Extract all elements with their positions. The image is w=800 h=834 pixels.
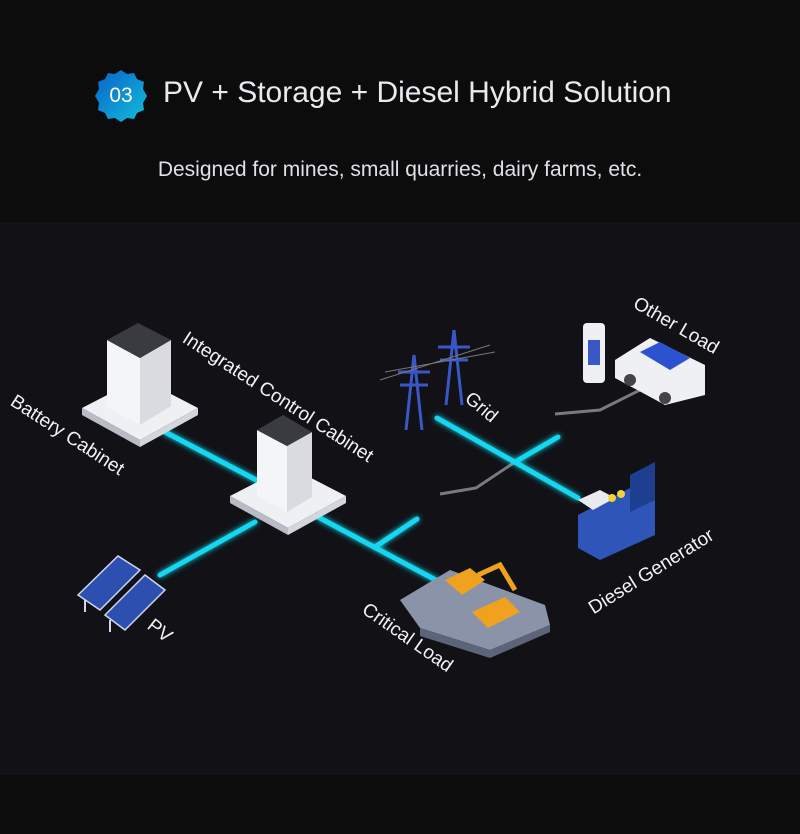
ev-charger-icon bbox=[583, 323, 605, 383]
diagram-area: Battery Cabinet Integrated Control Cabin… bbox=[0, 222, 800, 775]
diesel-generator-icon bbox=[578, 462, 655, 560]
footer-band bbox=[0, 775, 800, 834]
power-line-grid-branch bbox=[512, 434, 561, 465]
power-line-critical-load bbox=[315, 514, 448, 588]
power-line-battery bbox=[162, 429, 263, 485]
header: 03 PV + Storage + Diesel Hybrid Solution… bbox=[0, 0, 800, 222]
badge-number: 03 bbox=[109, 84, 133, 107]
badge-shape-icon bbox=[95, 70, 147, 122]
battery-cabinet-icon bbox=[82, 323, 198, 447]
system-diagram bbox=[76, 323, 705, 658]
power-line-grid-generator bbox=[434, 415, 581, 501]
signal-line-other-load bbox=[554, 388, 641, 416]
grid-tower-icon bbox=[379, 329, 496, 431]
page-title: PV + Storage + Diesel Hybrid Solution bbox=[163, 76, 672, 109]
step-badge: 03 bbox=[93, 68, 149, 124]
power-line-branch bbox=[372, 516, 420, 550]
pv-panel-icon bbox=[76, 555, 167, 632]
excavator-quarry-icon bbox=[400, 561, 550, 658]
power-line-pv bbox=[157, 519, 258, 578]
control-cabinet-icon bbox=[230, 415, 346, 535]
car-icon bbox=[615, 338, 705, 405]
signal-line-control bbox=[439, 460, 516, 496]
page-subtitle: Designed for mines, small quarries, dair… bbox=[157, 158, 643, 181]
